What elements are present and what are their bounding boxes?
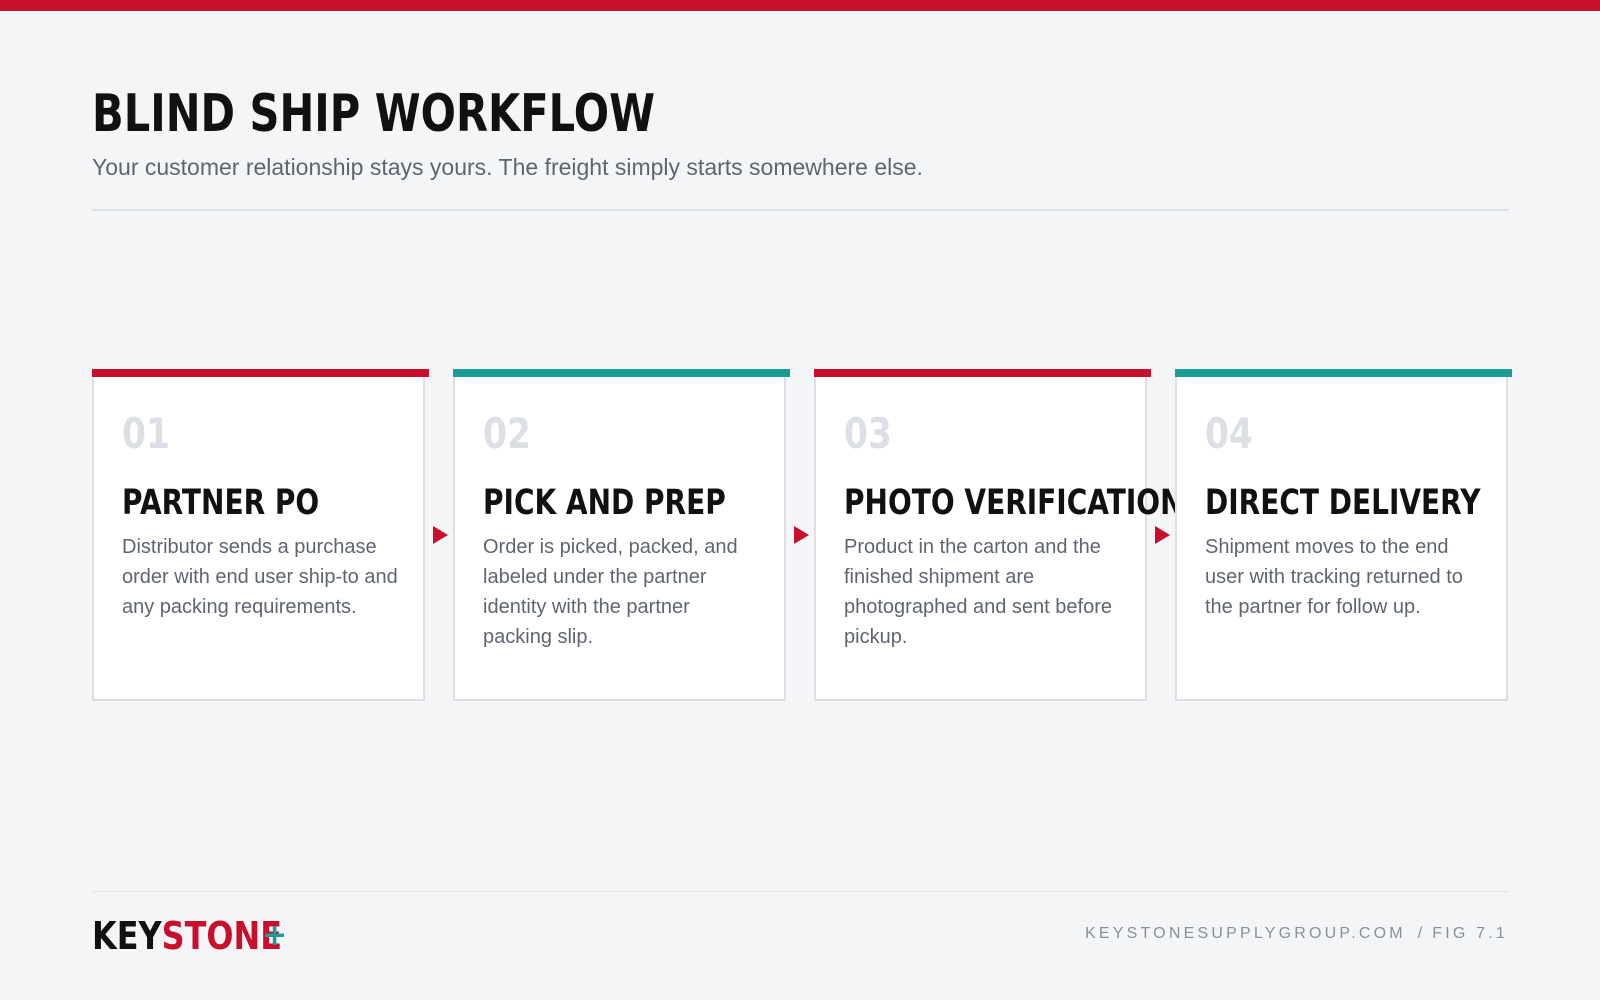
step-description: Shipment moves to the end user with trac… <box>1205 536 1463 618</box>
header-divider <box>92 209 1509 211</box>
logo-key-text: KEY <box>92 914 162 958</box>
page-subtitle: Your customer relationship stays yours. … <box>92 154 923 180</box>
step-description: Order is picked, packed, and labeled und… <box>483 536 738 648</box>
logo-stone-text: STONE <box>161 914 283 958</box>
flow-arrow-icon <box>1155 526 1170 544</box>
step-number: 04 <box>1205 409 1253 458</box>
step-title: PICK AND PREP <box>483 483 726 523</box>
step-number: 01 <box>122 409 170 458</box>
step-accent-bar <box>1175 369 1512 377</box>
plus-icon: + <box>262 918 288 953</box>
step-card-3: 03 PHOTO VERIFICATION Product in the car… <box>814 369 1184 701</box>
step-number: 03 <box>844 409 892 458</box>
step-title: PARTNER PO <box>122 483 320 523</box>
step-description: Product in the carton and the finished s… <box>844 536 1112 648</box>
top-accent-bar <box>0 0 1600 11</box>
step-accent-bar <box>453 369 790 377</box>
figure-label: FIG 7.1 <box>1432 925 1508 942</box>
footer-info: KEYSTONESUPPLYGROUP.COM / FIG 7.1 <box>1085 923 1508 945</box>
step-card-4: 04 DIRECT DELIVERY Shipment moves to the… <box>1175 369 1512 701</box>
step-title: PHOTO VERIFICATION <box>844 483 1184 523</box>
step-accent-bar <box>92 369 429 377</box>
step-card-2: 02 PICK AND PREP Order is picked, packed… <box>453 369 790 701</box>
step-number: 02 <box>483 409 531 458</box>
step-card-1: 01 PARTNER PO Distributor sends a purcha… <box>92 369 429 701</box>
footer-separator: / <box>1417 925 1423 942</box>
page-title: BLIND SHIP WORKFLOW <box>92 84 655 144</box>
flow-arrow-icon <box>794 526 809 544</box>
flow-arrow-icon <box>433 526 448 544</box>
keystone-logo: KEYSTONE <box>92 912 282 960</box>
step-description: Distributor sends a purchase order with … <box>122 536 398 618</box>
step-title: DIRECT DELIVERY <box>1205 483 1481 523</box>
website-text: KEYSTONESUPPLYGROUP.COM <box>1085 925 1406 942</box>
footer-divider <box>92 891 1509 892</box>
step-accent-bar <box>814 369 1151 377</box>
